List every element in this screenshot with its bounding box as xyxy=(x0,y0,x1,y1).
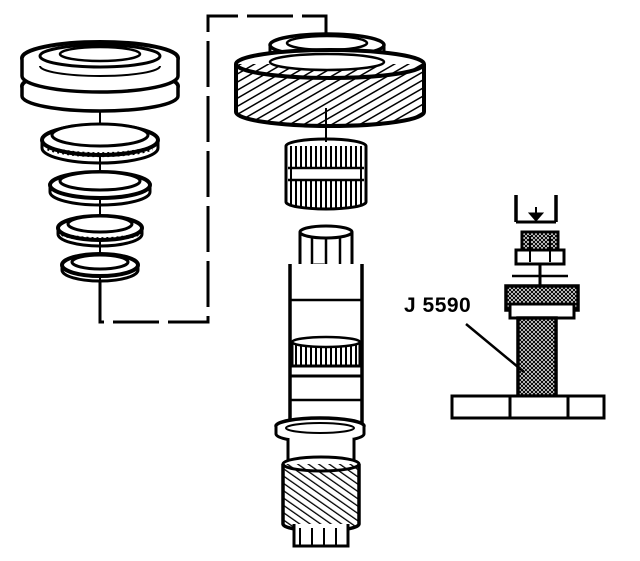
outer-cone-ring xyxy=(60,252,140,283)
synchronizer-assembly xyxy=(20,40,180,283)
synchronizer-ring xyxy=(48,170,152,207)
blocker-ring xyxy=(40,122,160,165)
synchronizer-sleeve xyxy=(20,40,180,113)
inner-cone-ring xyxy=(56,214,144,248)
tool-label: J 5590 xyxy=(404,294,472,317)
press-ram xyxy=(514,195,558,224)
inset-gear xyxy=(504,264,580,320)
needle-bearing xyxy=(284,108,368,211)
output-shaft xyxy=(274,224,366,548)
press-inset xyxy=(450,195,606,420)
tool-j5590 xyxy=(516,316,558,398)
tool-leader-line xyxy=(465,323,525,373)
main-drive-gear xyxy=(234,32,426,128)
press-bed xyxy=(450,394,606,420)
pressed-shaft-tip xyxy=(514,230,566,266)
